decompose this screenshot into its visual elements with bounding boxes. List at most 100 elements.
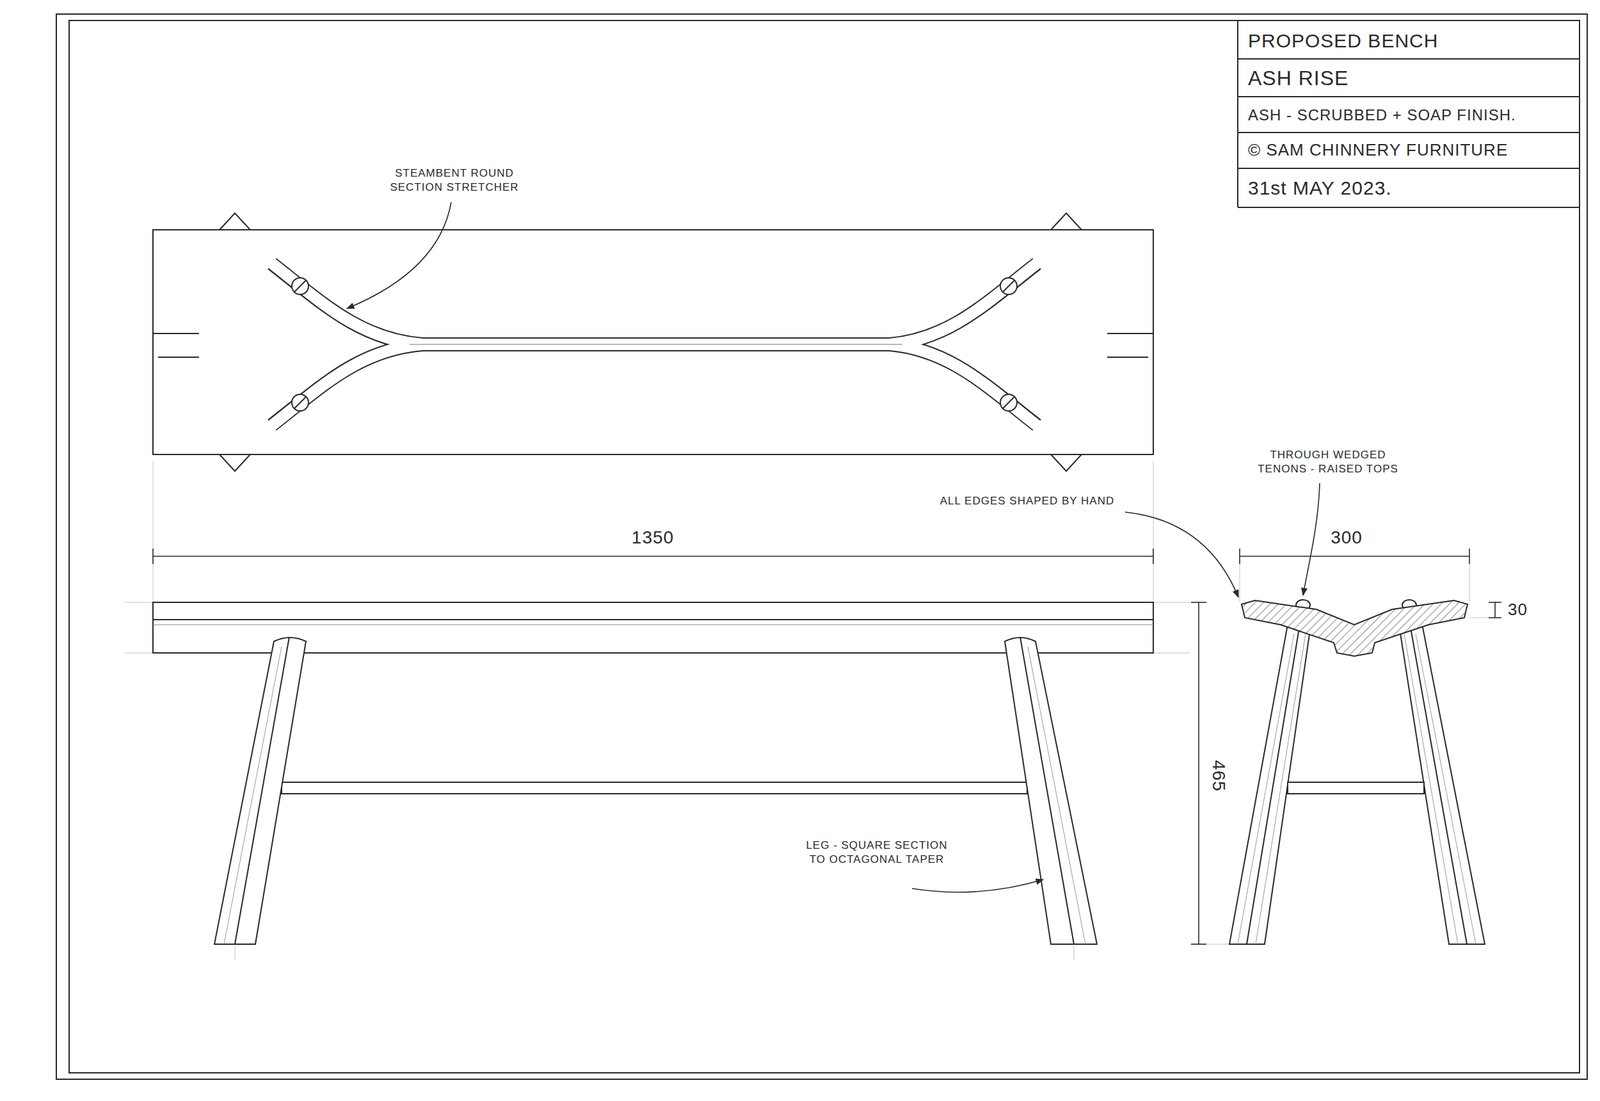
dimension-line bbox=[1494, 602, 1496, 618]
plan-view bbox=[1107, 356, 1149, 358]
end-elevation bbox=[1229, 599, 1485, 944]
steambent-stretcher bbox=[889, 344, 1039, 427]
dimension-line bbox=[152, 548, 1502, 944]
plan-view bbox=[158, 356, 200, 358]
end-elevation bbox=[1237, 633, 1295, 944]
title-cell: ASH RISE bbox=[1248, 65, 1568, 93]
wedged-tenon-top bbox=[294, 396, 306, 409]
leader-line bbox=[1303, 483, 1320, 596]
wedged-tenon-top bbox=[291, 277, 309, 295]
steambent-stretcher bbox=[270, 262, 1039, 427]
annotation-note: ALL EDGES SHAPED BY HAND bbox=[931, 494, 1124, 509]
construction-line bbox=[124, 602, 153, 603]
dimension-line bbox=[1488, 616, 1502, 619]
construction-line bbox=[124, 460, 1489, 960]
plan-view bbox=[152, 213, 1154, 472]
annotation-note: THROUGH WEDGED TENONS - RAISED TOPS bbox=[1248, 448, 1408, 477]
plan-view bbox=[219, 213, 251, 230]
drawing-frame bbox=[69, 20, 1580, 1073]
drawing-frame bbox=[56, 14, 1588, 1080]
leader-line bbox=[346, 202, 1320, 893]
title-cell: © SAM CHINNERY FURNITURE bbox=[1248, 139, 1575, 162]
steambent-stretcher bbox=[889, 262, 1039, 345]
title-block bbox=[1237, 58, 1580, 60]
dimension-line bbox=[1239, 555, 1470, 557]
plan-view bbox=[1050, 454, 1082, 472]
steambent-stretcher bbox=[270, 262, 423, 345]
end-elevation bbox=[1287, 782, 1424, 794]
front-elevation bbox=[224, 646, 282, 944]
steambent-stretcher bbox=[409, 337, 903, 352]
construction-line bbox=[234, 944, 236, 960]
dimension-value: 465 bbox=[1207, 750, 1231, 802]
dimension-line bbox=[152, 555, 1154, 557]
end-elevation bbox=[1415, 633, 1476, 944]
dimension-line bbox=[1191, 601, 1207, 603]
front-elevation bbox=[1020, 636, 1074, 944]
wedged-tenon-top bbox=[1002, 396, 1015, 409]
title-block bbox=[1237, 96, 1580, 98]
steambent-stretcher bbox=[270, 344, 423, 427]
construction-line bbox=[1469, 563, 1471, 602]
dimension-line bbox=[152, 548, 154, 564]
title-block bbox=[1237, 20, 1580, 208]
dimension-line bbox=[1198, 602, 1200, 944]
title-block bbox=[1237, 20, 1239, 208]
dimension-line bbox=[1191, 943, 1207, 945]
steambent-stretcher bbox=[409, 338, 903, 351]
dimension-line bbox=[1488, 601, 1502, 603]
leader-line bbox=[912, 879, 1044, 893]
dimension-line bbox=[1152, 548, 1154, 564]
dimension-value: 300 bbox=[1314, 526, 1379, 550]
title-block bbox=[1237, 206, 1580, 208]
wedged-tenon-top bbox=[1000, 277, 1017, 295]
leader-line bbox=[346, 202, 452, 309]
plan-view bbox=[1050, 213, 1082, 230]
dimension-line bbox=[1468, 548, 1471, 564]
front-elevation bbox=[234, 636, 290, 944]
construction-line bbox=[1153, 460, 1154, 602]
dimension-value: 30 bbox=[1507, 599, 1547, 621]
front-elevation bbox=[152, 624, 1154, 626]
front-elevation bbox=[152, 618, 1154, 621]
front-elevation bbox=[1027, 646, 1086, 944]
construction-line bbox=[1153, 602, 1191, 603]
drawing-frame bbox=[56, 14, 1588, 1080]
annotation-note: LEG - SQUARE SECTION TO OCTAGONAL TAPER bbox=[800, 838, 954, 867]
steambent-stretcher bbox=[409, 344, 903, 345]
construction-line bbox=[1469, 617, 1489, 619]
construction-line bbox=[1239, 563, 1241, 602]
wedged-tenon-top bbox=[1000, 394, 1017, 411]
plan-view bbox=[1107, 332, 1154, 335]
construction-line bbox=[152, 460, 154, 602]
wedged-tenon-top bbox=[291, 394, 309, 411]
title-block bbox=[1237, 131, 1580, 134]
front-elevation bbox=[1004, 637, 1097, 944]
construction-line bbox=[1190, 944, 1230, 945]
dimension-line bbox=[1239, 548, 1241, 564]
title-cell: PROPOSED BENCH bbox=[1248, 28, 1568, 54]
front-elevation bbox=[152, 602, 1154, 944]
plan-view bbox=[219, 454, 251, 472]
wedged-tenon-top bbox=[294, 280, 306, 292]
front-elevation bbox=[281, 782, 1028, 794]
steambent-stretcher bbox=[409, 344, 903, 345]
title-block bbox=[1237, 167, 1580, 169]
title-cell: 31st MAY 2023. bbox=[1248, 175, 1568, 201]
construction-line bbox=[124, 652, 153, 654]
construction-line bbox=[1153, 652, 1191, 654]
construction-line bbox=[1073, 944, 1075, 960]
front-elevation bbox=[214, 637, 306, 944]
plan-view bbox=[152, 229, 1154, 455]
wedged-tenon-top bbox=[1002, 280, 1015, 292]
end-elevation bbox=[1241, 600, 1468, 656]
leader-line bbox=[1125, 512, 1239, 598]
dimension-value: 1350 bbox=[614, 526, 692, 550]
title-cell: ASH - SCRUBBED + SOAP FINISH. bbox=[1248, 104, 1575, 125]
steambent-stretcher bbox=[270, 262, 1039, 427]
plan-view bbox=[152, 332, 200, 335]
wedged-tenon-top bbox=[291, 277, 1017, 411]
annotation-note: STEAMBENT ROUND SECTION STRETCHER bbox=[384, 166, 525, 195]
